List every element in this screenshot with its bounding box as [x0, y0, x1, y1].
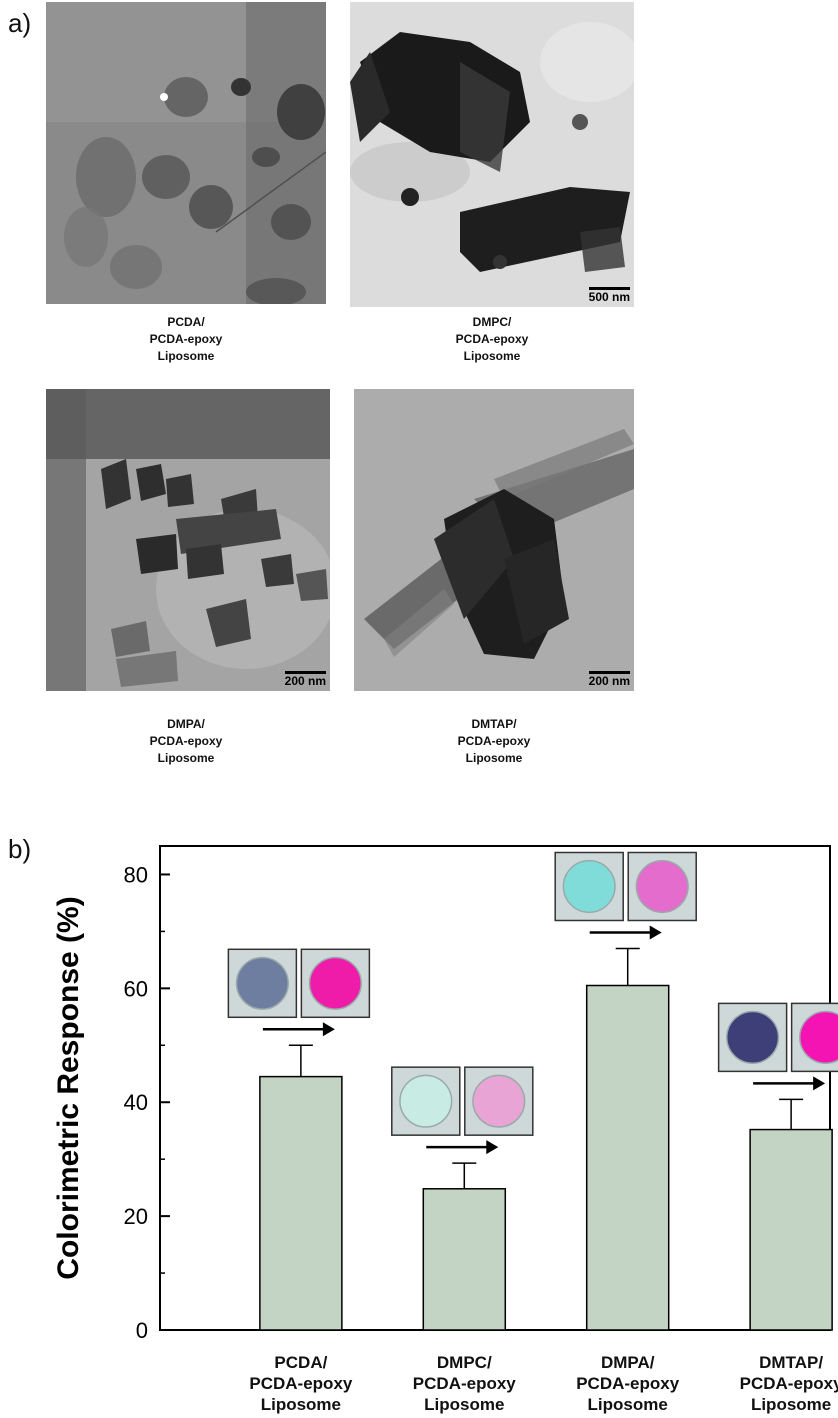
- x-category-line: Liposome: [587, 1395, 668, 1414]
- scale-bar-line: [284, 671, 326, 674]
- y-tick-label: 80: [124, 862, 148, 887]
- x-category-line: Liposome: [424, 1395, 505, 1414]
- tem-image-pcda: [46, 2, 326, 304]
- x-category-line: PCDA-epoxy: [739, 1374, 838, 1393]
- arrow-head: [322, 1022, 335, 1037]
- y-tick-label: 20: [124, 1204, 148, 1229]
- caption-pcda: PCDA/ PCDA-epoxy Liposome: [149, 315, 223, 363]
- arrow-head: [486, 1140, 499, 1155]
- x-category-line: Liposome: [750, 1395, 832, 1414]
- arrow-head: [649, 925, 662, 940]
- tem-image-dmpa: 200 nm: [46, 389, 330, 691]
- y-tick-label: 0: [136, 1318, 148, 1343]
- panel-b-label: b): [8, 834, 32, 864]
- bar: [749, 1128, 833, 1331]
- well-photo-after: [635, 859, 689, 914]
- well-photo-after: [472, 1074, 526, 1128]
- well-photo-after: [308, 956, 362, 1010]
- bar: [585, 984, 670, 1331]
- scale-bar-dmtap: 200 nm: [588, 671, 630, 687]
- x-category-line: PCDA-epoxy: [576, 1374, 680, 1393]
- well-photo-before: [235, 956, 289, 1010]
- scale-bar-line: [588, 287, 630, 290]
- x-category-line: PCDA-epoxy: [412, 1374, 516, 1393]
- caption-dmtap: DMTAP/ PCDA-epoxy Liposome: [457, 717, 531, 765]
- well-photo-before: [399, 1074, 453, 1128]
- y-tick-label: 60: [124, 976, 148, 1001]
- bar: [422, 1188, 507, 1331]
- well-photo-after: [799, 1010, 838, 1064]
- x-category-line: Liposome: [260, 1395, 342, 1414]
- x-category-line: DMPA/: [600, 1353, 655, 1372]
- scale-bar-line: [588, 671, 630, 674]
- well-photo-before: [726, 1010, 780, 1064]
- panel-a-label: a): [8, 8, 32, 38]
- caption-dmpa: DMPA/ PCDA-epoxy Liposome: [149, 717, 223, 765]
- scale-bar-dmpa: 200 nm: [284, 671, 326, 687]
- x-category-line: PCDA/: [274, 1353, 328, 1372]
- scale-bar-dmpc: 500 nm: [588, 287, 630, 303]
- well-photo-before: [562, 859, 616, 914]
- x-category-line: DMTAP/: [759, 1353, 824, 1372]
- x-category-line: DMPC/: [436, 1353, 492, 1372]
- tem-image-dmtap: 200 nm: [354, 389, 634, 691]
- caption-dmpc: DMPC/ PCDA-epoxy Liposome: [455, 315, 529, 363]
- bar: [259, 1075, 343, 1331]
- arrow-head: [813, 1076, 826, 1091]
- x-category-line: PCDA-epoxy: [249, 1374, 353, 1393]
- tem-image-dmpc: 500 nm: [350, 2, 634, 307]
- y-axis-label: Colorimetric Response (%): [52, 896, 85, 1279]
- y-tick-label: 40: [124, 1090, 148, 1115]
